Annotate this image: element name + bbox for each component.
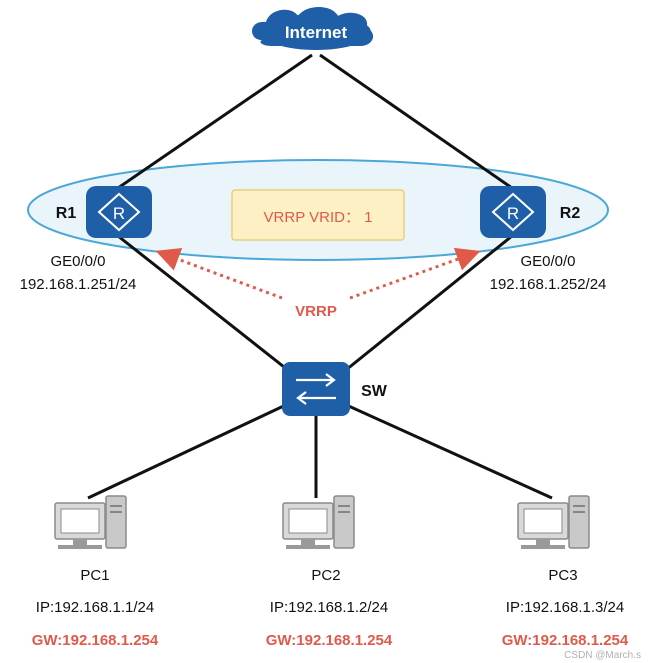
link-r2-sw	[335, 234, 513, 380]
pc3-gateway: GW:192.168.1.254	[502, 632, 629, 649]
links	[87, 53, 553, 500]
pc2-ip: IP:192.168.1.2/24	[270, 599, 388, 616]
vrrp-vrid-box	[231, 189, 405, 241]
router-r1-icon: R	[86, 186, 152, 238]
pc1-ip: IP:192.168.1.1/24	[36, 599, 154, 616]
svg-text:R: R	[113, 204, 125, 223]
pc1-name: PC1	[80, 567, 109, 584]
pc1-gateway: GW:192.168.1.254	[32, 632, 159, 649]
watermark: CSDN @March.s	[564, 650, 641, 661]
switch-icon	[282, 362, 350, 416]
vrrp-arrow-to-r1	[155, 247, 283, 300]
internet-cloud-icon	[251, 7, 374, 50]
pc2-name: PC2	[311, 567, 340, 584]
link-sw-pc1	[87, 401, 291, 500]
pc3-name: PC3	[548, 567, 577, 584]
vrrp-label: VRRP	[295, 303, 337, 320]
router-r2-ip: 192.168.1.252/24	[490, 276, 607, 293]
switch-name: SW	[361, 383, 388, 400]
router-r1-name: R1	[56, 205, 77, 222]
svg-text:R: R	[507, 204, 519, 223]
link-r1-sw	[117, 234, 299, 380]
router-r2-interface: GE0/0/0	[520, 253, 575, 270]
pc2-computer-icon	[282, 495, 355, 549]
pc1-computer-icon	[54, 495, 127, 549]
pc3-ip: IP:192.168.1.3/24	[506, 599, 624, 616]
vrrp-vrid-label: VRRP VRID： 1	[264, 209, 373, 226]
router-r2-icon: R	[480, 186, 546, 238]
router-r2-name: R2	[560, 205, 581, 222]
vrrp-arrow-to-r2	[349, 247, 481, 300]
router-r1-interface: GE0/0/0	[50, 253, 105, 270]
internet-label: Internet	[285, 23, 348, 42]
link-internet-r1	[117, 53, 313, 190]
pc3-computer-icon	[517, 495, 590, 549]
pc2-gateway: GW:192.168.1.254	[266, 632, 393, 649]
link-internet-r2	[319, 53, 513, 190]
link-sw-pc3	[341, 401, 553, 500]
router-r1-ip: 192.168.1.251/24	[20, 276, 137, 293]
